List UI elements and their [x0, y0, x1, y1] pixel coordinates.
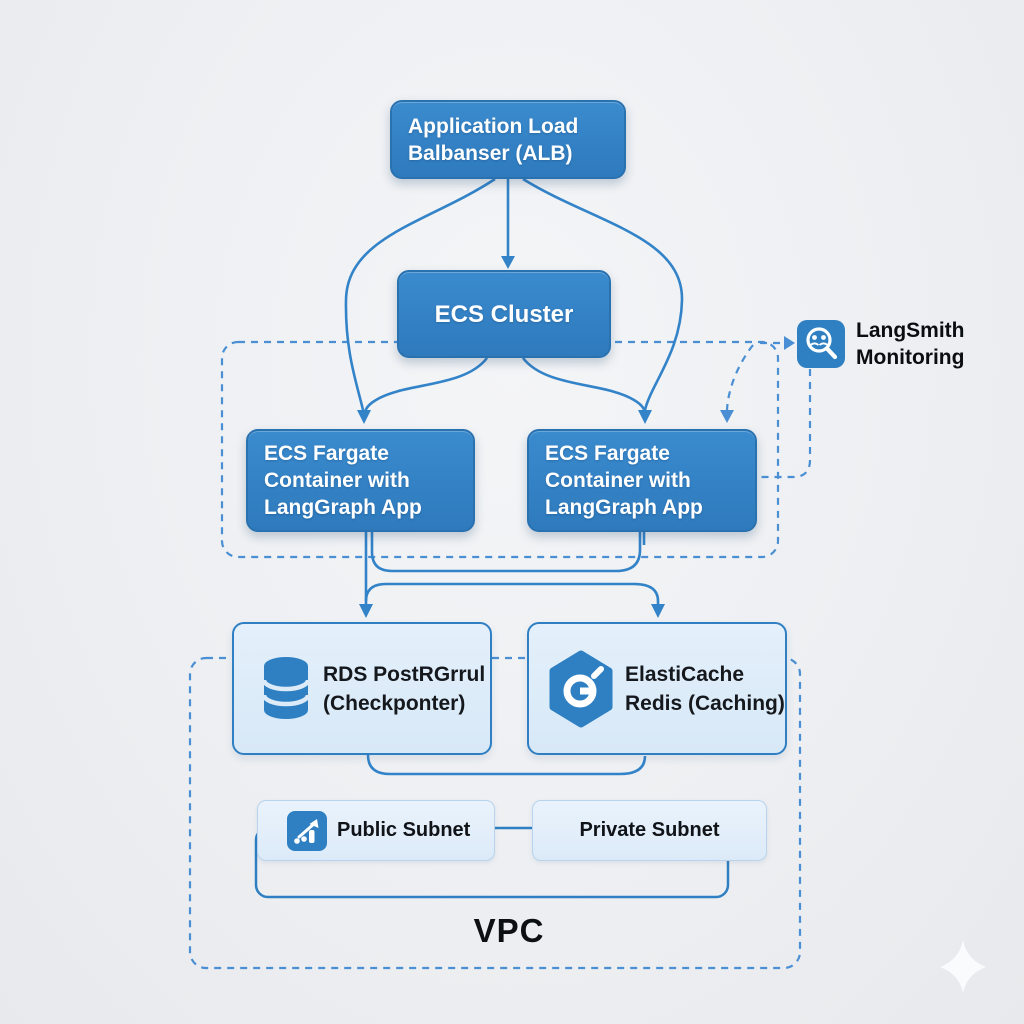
- ecs-cluster-node: ECS Cluster: [397, 270, 611, 358]
- public-subnet-node: Public Subnet: [257, 800, 495, 861]
- bar-chart-icon: [287, 810, 327, 851]
- fargate-right-line3: LangGraph App: [545, 496, 703, 519]
- connector-alb-fargate-left: [344, 177, 496, 411]
- elasticache-label-line2: Redis (Caching): [625, 691, 785, 715]
- public-subnet-label: Public Subnet: [337, 819, 471, 841]
- connector-fargate-bracket: [370, 532, 642, 573]
- fargate-left-line3: LangGraph App: [264, 496, 422, 519]
- elasticache-label: ElastiCache Redis (Caching): [625, 660, 785, 718]
- database-icon: [262, 656, 310, 719]
- arrowhead-ecs: [501, 256, 515, 269]
- vpc-label: VPC: [473, 912, 545, 949]
- rds-label-line1: RDS PostRGrrul: [323, 662, 486, 686]
- alb-label-line1: Application Load: [408, 114, 579, 138]
- langsmith-label: LangSmith Monitoring: [856, 317, 965, 371]
- arrowhead-langsmith: [784, 336, 795, 350]
- langsmith-label-line2: Monitoring: [856, 346, 965, 369]
- cache-hexagon-icon: [549, 650, 613, 727]
- connector-langsmith-fargate: [725, 344, 754, 411]
- connector-ecs-fargate-left: [363, 357, 489, 413]
- fargate-right-node: ECS Fargate Container with LangGraph App: [527, 429, 757, 532]
- connector-ecs-fargate-right: [521, 357, 647, 413]
- arrowheads: [357, 256, 665, 618]
- magnifier-monitoring-icon: [797, 320, 845, 368]
- rds-node: RDS PostRGrrul (Checkponter): [232, 622, 492, 755]
- private-subnet-node: Private Subnet: [532, 800, 767, 861]
- dashed-arrowheads: [720, 336, 795, 423]
- langsmith-label-line1: LangSmith: [856, 319, 965, 342]
- rds-label: RDS PostRGrrul (Checkponter): [323, 660, 485, 718]
- fargate-right-line1: ECS Fargate: [545, 442, 670, 465]
- private-subnet-label: Private Subnet: [579, 819, 720, 841]
- arrowhead-elasticache: [651, 604, 665, 618]
- connector-fargate-langsmith-elbow: [758, 369, 812, 479]
- arrowhead-rds: [359, 604, 373, 618]
- arrowhead-fargate-left: [357, 410, 371, 424]
- connector-db-bracket: [366, 754, 647, 776]
- alb-label-line2: Balbanser (ALB): [408, 141, 573, 165]
- fargate-left-line1: ECS Fargate: [264, 442, 389, 465]
- elasticache-node: ElastiCache Redis (Caching): [527, 622, 787, 755]
- alb-node: Application Load Balbanser (ALB): [390, 100, 626, 179]
- sparkle-icon: [940, 940, 986, 993]
- solid-connectors: [344, 177, 684, 776]
- ecs-cluster-label: ECS Cluster: [434, 300, 574, 328]
- connector-alb-fargate-right: [522, 177, 684, 411]
- connector-fargate-elasticache: [364, 582, 660, 606]
- fargate-left-node: ECS Fargate Container with LangGraph App: [246, 429, 475, 532]
- elasticache-label-line1: ElastiCache: [625, 662, 745, 686]
- arrowhead-fargate-from-langsmith: [720, 410, 734, 423]
- arrowhead-fargate-right: [638, 410, 652, 424]
- fargate-right-line2: Container with: [545, 469, 691, 492]
- fargate-left-line2: Container with: [264, 469, 410, 492]
- dashed-connectors: [725, 341, 812, 479]
- rds-label-line2: (Checkponter): [323, 691, 466, 715]
- vpc-boundary: [188, 656, 802, 970]
